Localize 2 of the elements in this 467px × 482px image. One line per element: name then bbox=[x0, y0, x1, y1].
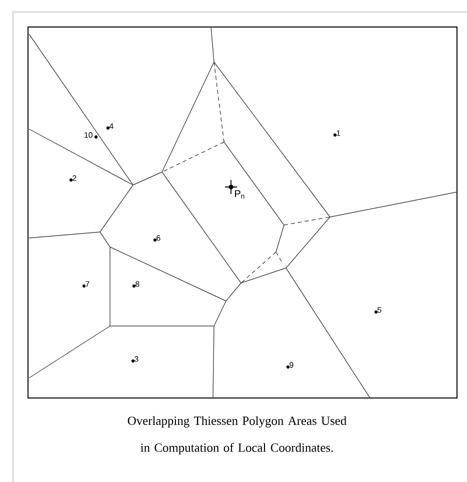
caption: Overlapping Thiessen Polygon Areas Used in Computation of Local Coordinates. bbox=[128, 416, 346, 454]
label: P$_{n}$ bbox=[235, 190, 244, 199]
